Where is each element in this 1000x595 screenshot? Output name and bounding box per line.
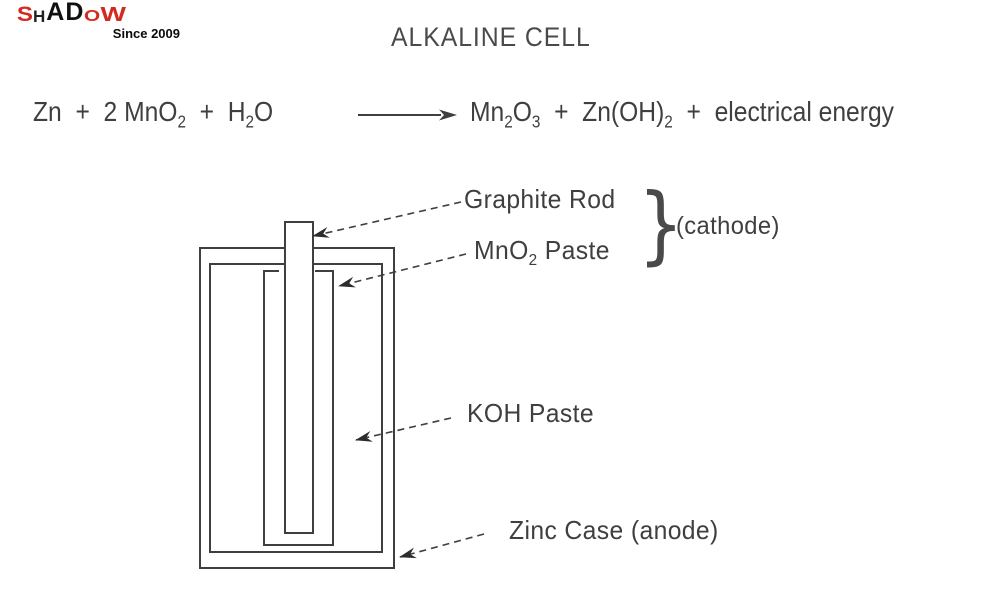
equation-reactants: Zn + 2 MnO2 + H2O [33, 96, 274, 132]
logo-letter: O [84, 8, 102, 25]
logo-letter: H [33, 7, 47, 26]
logo-letter: S [16, 3, 35, 26]
graphite-rod-shape [284, 221, 314, 534]
reaction-arrow [358, 109, 457, 121]
arrowhead-icon [439, 109, 457, 121]
logo-letter: W [100, 4, 128, 26]
cell-diagram [199, 201, 485, 569]
mno2-paste-outline [263, 270, 334, 546]
label-graphite-rod: Graphite Rod [464, 184, 616, 214]
koh-paste-arrow [355, 417, 452, 442]
label-koh-paste: KOH Paste [467, 398, 594, 428]
logo-letter: D [65, 0, 85, 26]
cathode-brace: } [638, 174, 684, 274]
equation-products: Mn2O3 + Zn(OH)2 + electrical energy [470, 96, 894, 132]
label-mno2-paste: MnO2 Paste [474, 235, 610, 270]
page-title: ALKALINE CELL [391, 22, 591, 52]
zinc-case-arrow [399, 533, 485, 559]
label-zinc-case: Zinc Case (anode) [509, 515, 719, 545]
label-cathode: (cathode) [676, 212, 780, 240]
mno2-paste-arrow [338, 253, 467, 288]
graphite-rod-arrow [312, 201, 462, 238]
logo-letter: A [46, 0, 66, 26]
logo-tagline: Since 2009 [112, 26, 180, 41]
